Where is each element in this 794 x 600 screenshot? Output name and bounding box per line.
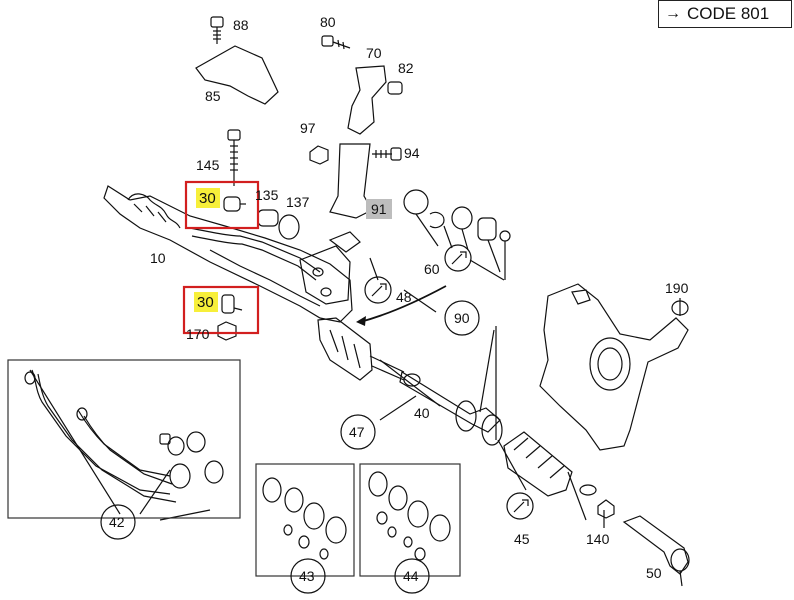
callout-circle-47 [340, 414, 376, 450]
label-10: 10 [150, 250, 166, 266]
label-40: 40 [414, 405, 430, 421]
label-88: 88 [233, 17, 249, 33]
wrench-icon-45 [506, 492, 534, 520]
label-91: 91 [371, 201, 387, 217]
label-90: 90 [454, 310, 470, 326]
clamp-140-icon [579, 484, 597, 496]
highlight-30-bottom [194, 292, 218, 312]
highlight-30-top [196, 188, 220, 208]
label-45: 45 [514, 531, 530, 547]
label-30-bottom: 30 [197, 294, 214, 311]
callout-circle-90 [444, 300, 480, 336]
label-97: 97 [300, 120, 316, 136]
nut-140-icon [597, 499, 615, 519]
universal-joint-70-shape [347, 65, 387, 135]
wrench-icon-48 [364, 276, 392, 304]
label-44: 44 [403, 568, 419, 584]
right-arrow-icon: → [665, 5, 681, 22]
label-94: 94 [404, 145, 420, 161]
seal-kit-box-43 [255, 463, 355, 577]
nut-170-icon [217, 321, 237, 341]
bolt-80-icon [321, 35, 351, 50]
cover-85-shape [195, 45, 279, 105]
bolt-94-icon [372, 147, 402, 161]
bolt-88-icon [210, 16, 224, 44]
clip-30-bottom-icon [221, 294, 243, 314]
red-box-30-bottom [182, 285, 260, 335]
outer-tie-rod-50-shape [622, 515, 690, 587]
wrench-icon-60 [444, 244, 472, 272]
callout-circle-42 [100, 504, 136, 540]
nut-97-icon [309, 145, 329, 165]
hose-detail-box-42 [7, 359, 241, 519]
label-47: 47 [349, 424, 365, 440]
steering-knuckle-shape [539, 283, 689, 451]
code-label: CODE 801 [687, 4, 770, 23]
clip-30-top-icon [223, 196, 246, 212]
label-85: 85 [205, 88, 221, 104]
seal-kit-box-44 [359, 463, 461, 577]
ring-47a-icon [455, 400, 477, 432]
boot-91-shape [329, 143, 373, 219]
label-43: 43 [299, 568, 315, 584]
label-145: 145 [196, 157, 220, 173]
nut-82-icon [387, 81, 403, 95]
label-137: 137 [286, 194, 310, 210]
label-170: 170 [186, 326, 210, 342]
label-140: 140 [586, 531, 610, 547]
callout-circle-44 [394, 558, 430, 594]
ring-47b-icon [481, 414, 503, 446]
control-valve-shape [299, 245, 351, 305]
label-60: 60 [424, 261, 440, 277]
label-48: 48 [396, 289, 412, 305]
callout-circle-43 [290, 558, 326, 594]
label-135: 135 [255, 187, 279, 203]
label-42: 42 [109, 514, 125, 530]
red-box-30-top [184, 180, 260, 230]
direction-arrow [359, 285, 447, 323]
bolt-145-icon [227, 129, 241, 186]
part-91-shading [366, 199, 392, 219]
rack-housing-10-shape [103, 185, 405, 381]
o-ring-137-icon [278, 214, 300, 240]
label-82: 82 [398, 60, 414, 76]
leader-lines [29, 213, 681, 528]
nut-60-group [403, 189, 511, 242]
nut-190-icon [671, 300, 689, 316]
label-80: 80 [320, 14, 336, 30]
label-30-top: 30 [199, 190, 216, 207]
label-50: 50 [646, 565, 662, 581]
label-70: 70 [366, 45, 382, 61]
fitting-135-icon [257, 209, 279, 227]
boot-45-shape [503, 431, 573, 497]
label-190: 190 [665, 280, 689, 296]
inner-tie-rod-40-shape [399, 371, 501, 433]
code-reference-box: → CODE 801 [658, 0, 792, 28]
